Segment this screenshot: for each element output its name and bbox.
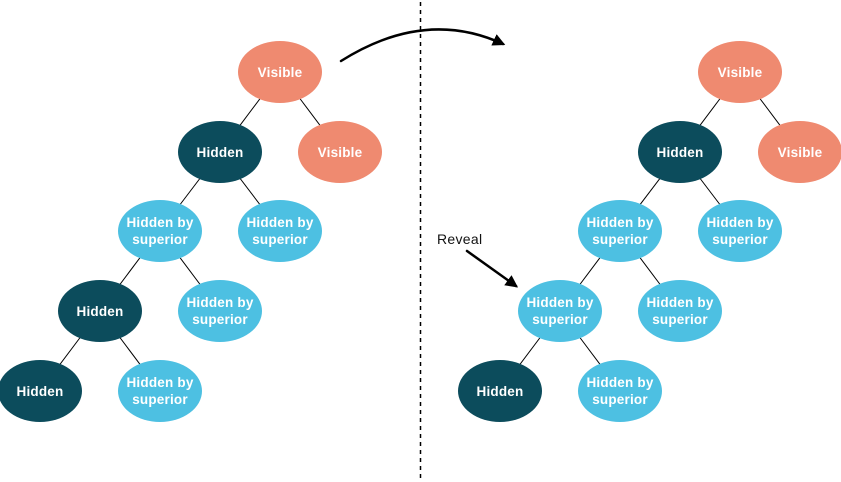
left-node-hidden-by-superior: Hidden by superior <box>238 200 322 262</box>
node-label: Hidden by superior <box>586 375 654 407</box>
node-label: Hidden by superior <box>246 215 314 247</box>
node-label: Visible <box>777 144 823 160</box>
node-label: Hidden by superior <box>126 215 194 247</box>
node-label: Hidden <box>476 383 524 399</box>
left-node-hidden: Hidden <box>178 121 262 183</box>
left-node-hidden-by-superior: Hidden by superior <box>118 200 202 262</box>
left-node-hidden: Hidden <box>0 360 82 422</box>
node-label: Visible <box>317 144 363 160</box>
right-node-hidden-by-superior: Hidden by superior <box>698 200 782 262</box>
reveal-arrow <box>465 249 519 288</box>
node-label: Hidden by superior <box>526 295 594 327</box>
node-label: Hidden by superior <box>186 295 254 327</box>
node-label: Hidden <box>76 303 124 319</box>
reveal-annotation-label: Reveal <box>437 231 483 247</box>
node-label: Hidden by superior <box>706 215 774 247</box>
node-label: Hidden by superior <box>646 295 714 327</box>
node-label: Hidden by superior <box>586 215 654 247</box>
node-label: Hidden by superior <box>126 375 194 407</box>
node-label: Hidden <box>196 144 244 160</box>
left-node-hidden-by-superior: Hidden by superior <box>118 360 202 422</box>
node-label: Hidden <box>656 144 704 160</box>
right-node-visible: Visible <box>758 121 841 183</box>
node-label: Visible <box>257 64 303 80</box>
left-node-root-visible: Visible <box>238 41 322 103</box>
node-label: Hidden <box>16 383 64 399</box>
right-node-hidden-by-superior: Hidden by superior <box>638 280 722 342</box>
right-node-revealed-hidden-by-superior: Hidden by superior <box>518 280 602 342</box>
right-node-hidden-by-superior: Hidden by superior <box>578 360 662 422</box>
right-node-hidden-by-superior: Hidden by superior <box>578 200 662 262</box>
right-node-hidden: Hidden <box>458 360 542 422</box>
left-node-hidden-by-superior: Hidden by superior <box>178 280 262 342</box>
right-node-hidden: Hidden <box>638 121 722 183</box>
right-node-root-visible: Visible <box>698 41 782 103</box>
node-label: Visible <box>717 64 763 80</box>
left-node-hidden: Hidden <box>58 280 142 342</box>
transform-arrow <box>339 28 506 63</box>
left-node-visible: Visible <box>298 121 382 183</box>
